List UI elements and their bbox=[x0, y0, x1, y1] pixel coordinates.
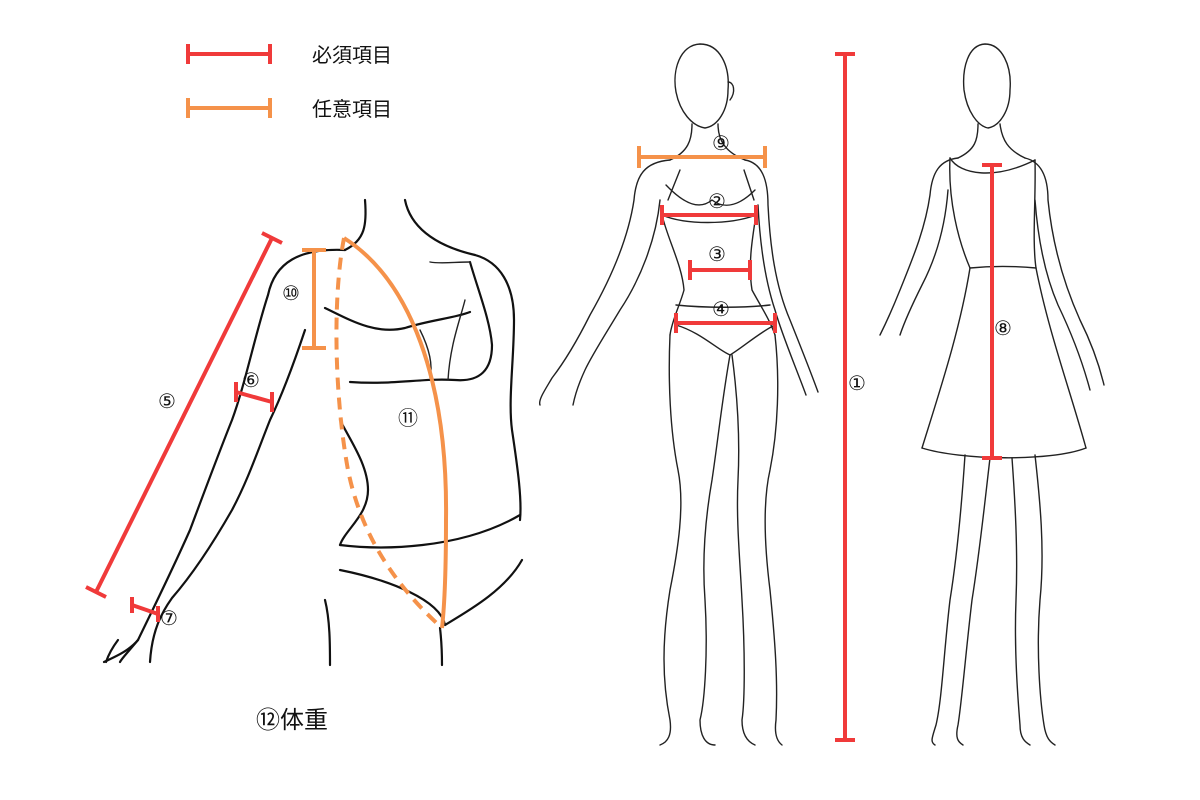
upper-body-closeup bbox=[102, 198, 524, 667]
label-3: ③ bbox=[708, 242, 726, 266]
label-11: ⑪ bbox=[398, 406, 418, 430]
measure-7-line bbox=[130, 597, 160, 622]
weight-label: ⑫体重 bbox=[256, 706, 328, 734]
label-8: ⑧ bbox=[994, 316, 1012, 340]
dress-figure bbox=[879, 43, 1105, 746]
label-9: ⑨ bbox=[712, 131, 730, 155]
legend-required-swatch bbox=[186, 44, 272, 64]
measure-2-line bbox=[660, 205, 758, 225]
measure-1-line bbox=[835, 52, 855, 742]
legend: 必須項目 任意項目 bbox=[186, 43, 392, 121]
measure-3-line bbox=[688, 260, 752, 280]
measure-6-line bbox=[234, 382, 274, 412]
measure-4-line bbox=[674, 313, 777, 333]
front-figure bbox=[538, 43, 819, 746]
label-6: ⑥ bbox=[242, 368, 260, 392]
label-10: ⑩ bbox=[282, 281, 300, 305]
legend-optional-swatch bbox=[186, 98, 272, 118]
label-1: ① bbox=[848, 371, 866, 395]
measure-11-line bbox=[334, 236, 449, 630]
measure-5-line bbox=[85, 231, 283, 599]
label-7: ⑦ bbox=[160, 606, 178, 630]
legend-optional-label: 任意項目 bbox=[312, 97, 392, 121]
label-5: ⑤ bbox=[158, 389, 176, 413]
legend-required-label: 必須項目 bbox=[312, 43, 392, 67]
measure-8-line bbox=[982, 163, 1002, 460]
label-2: ② bbox=[708, 189, 726, 213]
label-4: ④ bbox=[712, 297, 730, 321]
measure-9-line bbox=[637, 146, 767, 168]
measure-10-line bbox=[302, 248, 326, 350]
